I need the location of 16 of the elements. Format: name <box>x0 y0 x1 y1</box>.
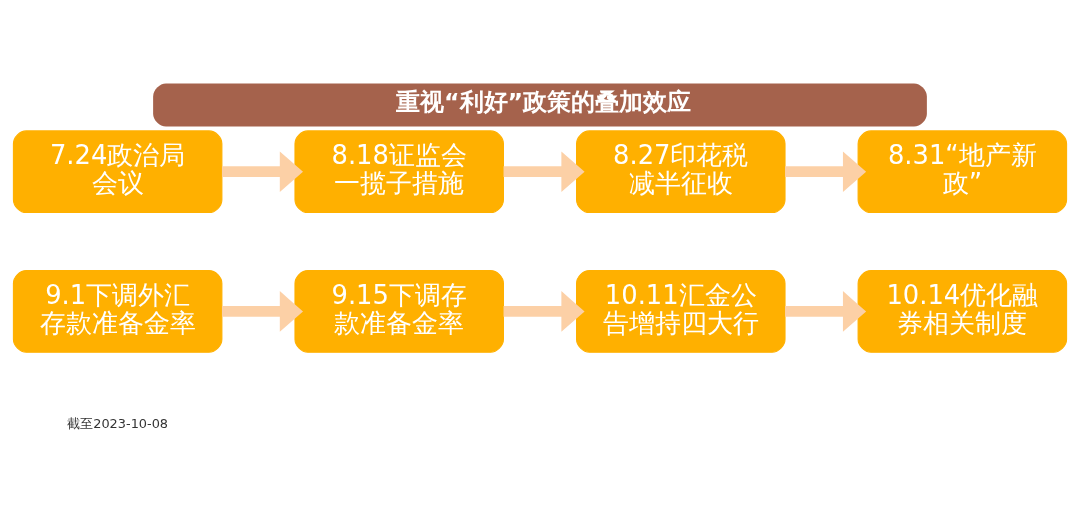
node-box: 9.1下调外汇存款准备金率 <box>12 269 223 353</box>
label: 截至2023-10-08 <box>67 415 169 431</box>
arrow <box>222 150 304 192</box>
node-box: 10.14优化融券相关制度 <box>857 269 1068 353</box>
node-box: 8.27印花税减半征收 <box>576 129 786 213</box>
arrow <box>785 290 867 332</box>
node-box: 9.15下调存款准备金率 <box>294 269 504 353</box>
arrow <box>503 150 585 192</box>
node-box: 8.31“地产新政” <box>857 129 1068 213</box>
node-box: 8.18证监会一揽子措施 <box>294 129 504 213</box>
node-box: 10.11汇金公告增持四大行 <box>576 269 786 353</box>
arrow <box>503 290 585 332</box>
diagram-title: 重视“利好”政策的叠加效应 <box>395 87 692 116</box>
node-box: 7.24政治局会议 <box>12 129 223 213</box>
arrow <box>785 150 867 192</box>
arrow <box>222 290 304 332</box>
